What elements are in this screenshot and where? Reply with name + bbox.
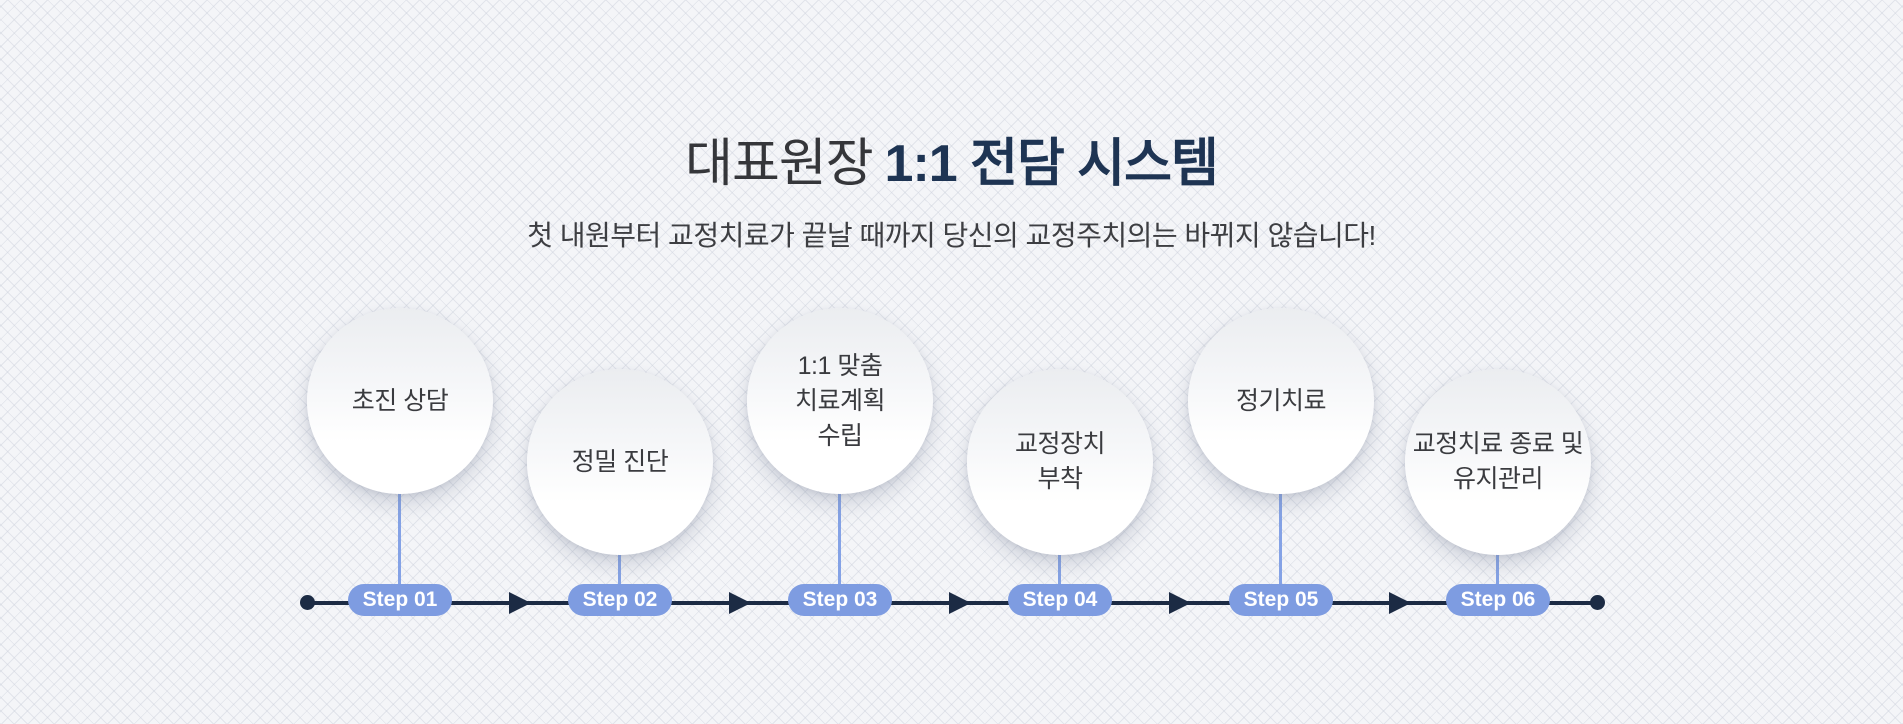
step-circle-label: 1:1 맞춤 치료계획 수립 xyxy=(794,349,886,454)
page-subtitle: 첫 내원부터 교정치료가 끝날 때까지 당신의 교정주치의는 바뀌지 않습니다! xyxy=(527,220,1376,251)
step-label-line: 유지관리 xyxy=(1452,465,1544,493)
step-label-line: 교정장치 xyxy=(1014,430,1106,458)
step-badge: Step 04 xyxy=(1008,584,1112,616)
timeline-end-dot-icon xyxy=(1590,595,1605,610)
step-label-line: 1:1 맞춤 xyxy=(797,351,883,380)
step-badge: Step 02 xyxy=(568,584,672,616)
step-circle-label: 초진 상담 xyxy=(351,384,449,419)
step-label-line: 수립 xyxy=(817,421,863,450)
step-badge: Step 01 xyxy=(348,584,452,616)
arrow-right-icon xyxy=(509,592,531,614)
timeline-start-dot-icon xyxy=(300,595,315,610)
step-connector-line xyxy=(1279,490,1282,584)
step-connector-line xyxy=(1058,552,1061,584)
step-connector-line xyxy=(1496,552,1499,584)
arrow-right-icon xyxy=(949,592,971,614)
arrow-right-icon xyxy=(729,592,751,614)
step-label-line: 초진 상담 xyxy=(351,386,449,415)
step-label-line: 정기치료 xyxy=(1235,386,1327,415)
step-label-line: 치료계획 xyxy=(794,386,886,415)
step-circle: 초진 상담 xyxy=(307,308,493,494)
step-label-line: 교정치료 종료 및 xyxy=(1412,430,1584,458)
step-label-line: 정밀 진단 xyxy=(571,447,669,476)
step-circle: 정기치료 xyxy=(1188,308,1374,494)
step-circle-label: 정밀 진단 xyxy=(571,445,669,480)
step-badge: Step 06 xyxy=(1446,584,1550,616)
step-label-line: 부착 xyxy=(1037,465,1083,493)
step-circle-label: 정기치료 xyxy=(1235,384,1327,419)
step-circle: 교정장치 부착 xyxy=(967,369,1153,555)
page-title-emphasis: 1:1 전담 시스템 xyxy=(884,134,1219,193)
step-circle: 1:1 맞춤 치료계획 수립 xyxy=(747,308,933,494)
arrow-right-icon xyxy=(1169,592,1191,614)
page-title-prefix: 대표원장 xyxy=(685,134,873,193)
arrow-right-icon xyxy=(1389,592,1411,614)
step-circle-label: 교정치료 종료 및 유지관리 xyxy=(1412,427,1584,497)
step-connector-line xyxy=(838,490,841,584)
step-connector-line xyxy=(398,490,401,584)
step-circle-label: 교정장치 부착 xyxy=(1014,427,1106,497)
step-circle: 정밀 진단 xyxy=(527,369,713,555)
step-connector-line xyxy=(618,552,621,584)
step-badge: Step 05 xyxy=(1229,584,1333,616)
step-circle: 교정치료 종료 및 유지관리 xyxy=(1405,369,1591,555)
step-badge: Step 03 xyxy=(788,584,892,616)
